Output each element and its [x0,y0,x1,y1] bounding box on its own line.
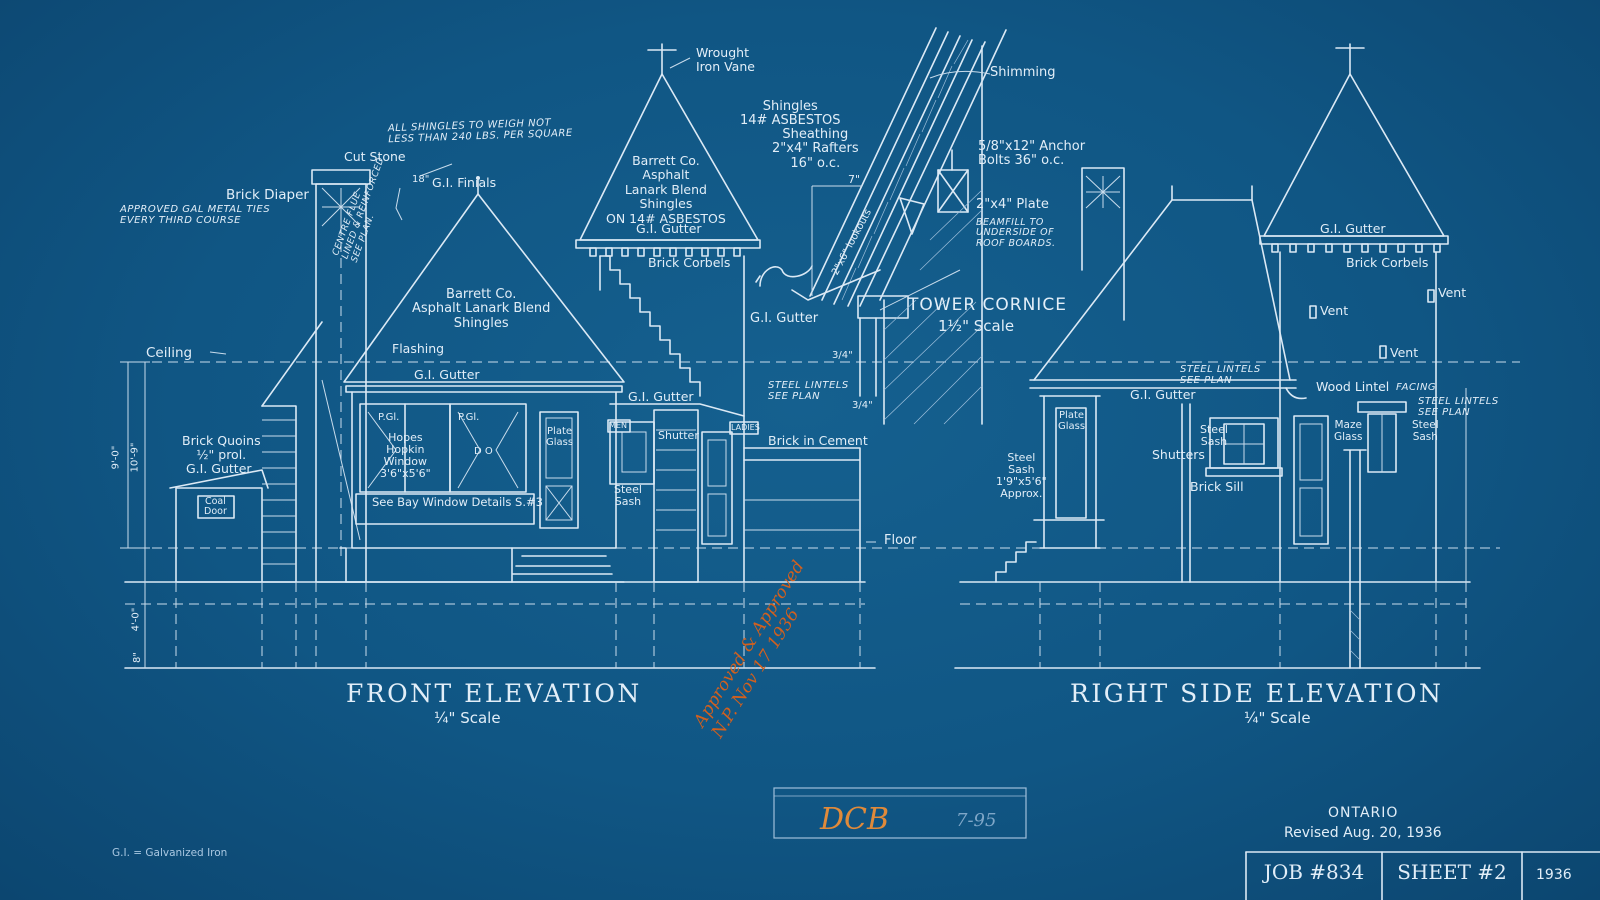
label-dim-9ft: 9'-0" [110,445,122,470]
front-elevation-drawing [120,43,861,668]
tower-cornice-title: TOWER CORNICE [908,295,1067,315]
label-vent-3: Vent [1390,345,1419,360]
label-left-gutter: G.I. Gutter [186,461,252,476]
label-gi-legend: G.I. = Galvanized Iron [112,847,228,859]
label-vent-1: Vent [1320,303,1349,318]
label-dim-7in: 7" [848,173,861,186]
front-elevation-title: FRONT ELEVATION [346,679,642,708]
label-ladies: LADIES [731,423,760,432]
reference-lines [120,361,1520,669]
label-brick-in-cement: Brick in Cement [768,433,868,448]
title-block-job: JOB #834 [1263,860,1365,884]
label-pgl-left: P.Gl. [378,412,400,423]
label-brick-diaper: Brick Diaper [226,187,309,203]
label-shutter: Shutter [658,429,699,442]
label-side-main-gutter: G.I. Gutter [1130,387,1196,402]
title-block-location: ONTARIO [1328,805,1399,821]
label-bay-window-note: See Bay Window Details S.#3 [372,495,543,509]
label-dim-34b: 3/4" [852,400,873,411]
label-shutters: Shutters [1152,447,1205,462]
label-cut-stone: Cut Stone [344,149,406,164]
label-plate: 2"x4" Plate [976,197,1049,212]
label-pgl-right: P.Gl. [458,412,480,423]
label-dim-18: 18" [412,174,430,185]
title-block-lines [1245,851,1600,900]
title-block-year: 1936 [1536,867,1572,883]
title-block-revised: Revised Aug. 20, 1936 [1284,825,1442,841]
label-main-gutter: G.I. Gutter [414,367,480,382]
label-vent-2: Vent [1438,285,1467,300]
tower-cornice-scale: 1½" Scale [938,317,1015,335]
label-right-gutter: G.I. Gutter [628,389,694,404]
label-shimming: Shimming [990,65,1056,80]
label-cornice-gutter: G.I. Gutter [750,311,819,326]
label-dim-10ft: 10'-9" [129,442,141,473]
side-elevation-title: RIGHT SIDE ELEVATION [1070,679,1444,708]
label-side-brick-corbels: Brick Corbels [1346,255,1429,270]
label-side-tower-gutter: G.I. Gutter [1320,221,1386,236]
side-elevation-drawing [995,43,1467,669]
label-facing: FACING [1396,382,1437,393]
stamp-mark: 7-95 [956,810,997,831]
label-dim-34a: 3/4" [832,350,853,361]
label-floor: Floor [884,533,917,548]
label-brick-corbels: Brick Corbels [648,255,731,270]
front-elevation-scale: ¼" Scale [434,709,501,727]
leader-lines [209,57,991,543]
label-do: D O [474,446,493,457]
label-tower-gutter: G.I. Gutter [636,221,702,236]
side-elevation-scale: ¼" Scale [1244,709,1311,727]
label-dim-4ft: 4'-0" [130,607,142,632]
title-block-sheet: SHEET #2 [1397,860,1507,884]
label-wood-lintel: Wood Lintel [1316,379,1390,394]
label-gi-finials: G.I. Finials [432,175,497,190]
label-brick-sill: Brick Sill [1190,479,1244,494]
approval-stamp-area [773,787,1027,839]
label-ceiling: Ceiling [146,345,193,361]
label-dim-8in: 8" [131,652,143,663]
tower-cornice-drawing [755,27,1007,425]
handwritten-initials: DCB [820,802,890,837]
label-men: MEN [609,421,627,430]
label-flashing: Flashing [392,341,445,356]
